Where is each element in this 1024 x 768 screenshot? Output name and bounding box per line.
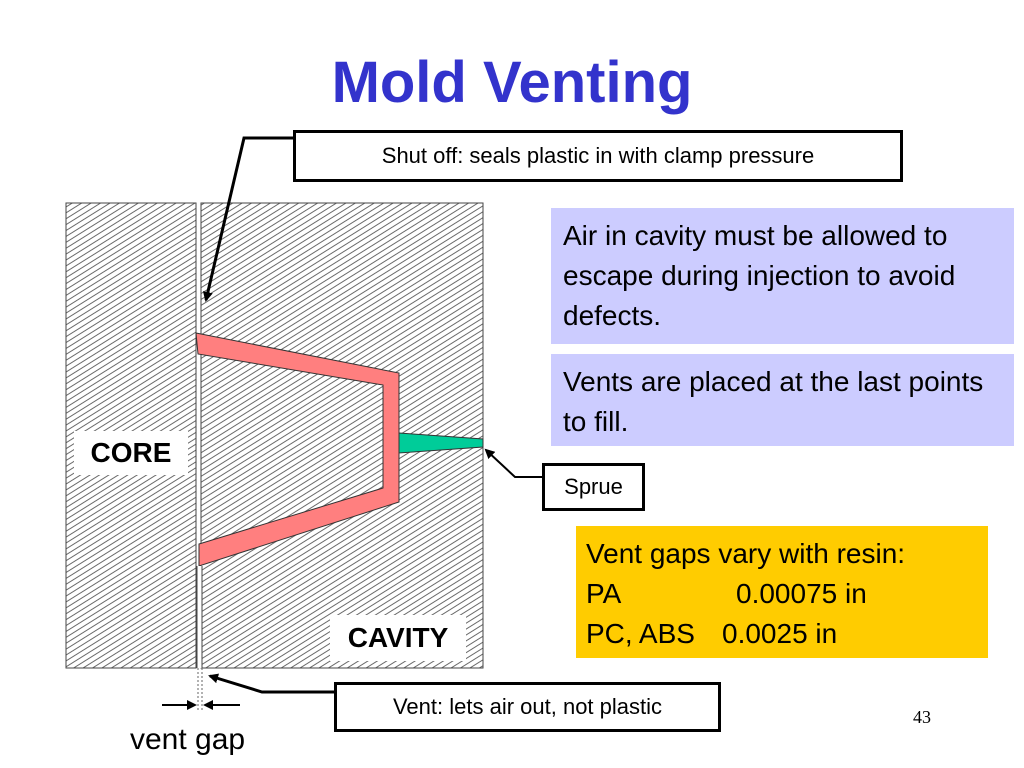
molded-part — [195, 332, 400, 567]
sprue-channel — [398, 432, 484, 454]
resin-row-pa: PA 0.00075 in — [586, 574, 978, 614]
vent-placement-panel: Vents are placed at the last points to f… — [551, 354, 1014, 446]
resin-gap-value: 0.00075 in — [736, 578, 867, 609]
vent-gap-label: vent gap — [130, 723, 246, 756]
vent-gap-title: Vent gaps vary with resin: — [586, 538, 906, 569]
resin-name: PA — [586, 578, 622, 609]
core-label: CORE — [74, 431, 188, 475]
page-number: 43 — [913, 707, 931, 727]
shutoff-arrow — [202, 136, 293, 302]
resin-name: PC, ABS — [586, 618, 695, 649]
vent-arrow — [208, 673, 334, 694]
cavity-label: CAVITY — [330, 615, 466, 661]
vent-callout: Vent: lets air out, not plastic — [334, 682, 721, 732]
resin-row-pc-abs: PC, ABS 0.0025 in — [586, 614, 978, 654]
vent-gap-channel — [198, 566, 202, 668]
air-escape-panel: Air in cavity must be allowed to escape … — [551, 208, 1014, 344]
resin-gap-value: 0.0025 in — [722, 618, 838, 649]
shutoff-callout: Shut off: seals plastic in with clamp pr… — [293, 130, 903, 182]
sprue-callout: Sprue — [542, 463, 645, 511]
sprue-arrow — [484, 448, 542, 478]
slide-title: Mold Venting — [331, 50, 693, 115]
